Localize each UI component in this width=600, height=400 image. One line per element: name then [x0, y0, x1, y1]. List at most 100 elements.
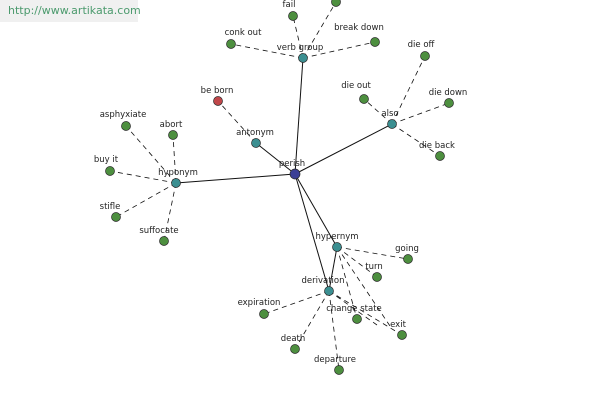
word-dot[interactable] — [259, 309, 269, 319]
relation-node-also[interactable]: also — [381, 109, 399, 129]
word-dot[interactable] — [397, 330, 407, 340]
word-dot[interactable] — [111, 212, 121, 222]
edge-derivation-expiration — [263, 290, 330, 315]
edge-perish-hyponym — [175, 173, 296, 184]
word-node-expiration[interactable]: expiration — [238, 298, 281, 319]
word-label: exit — [390, 320, 406, 330]
word-dot[interactable] — [168, 130, 178, 140]
word-dot[interactable] — [444, 98, 454, 108]
edge-layer — [109, 1, 450, 371]
word-node-die-off[interactable]: die off — [408, 40, 436, 61]
word-node-departure[interactable]: departure — [314, 355, 356, 375]
edge-hypernym-going — [336, 246, 409, 260]
edge-also-die-out — [363, 98, 393, 125]
relation-label: antonym — [236, 128, 274, 138]
word-dot[interactable] — [403, 254, 413, 264]
relation-node-derivation[interactable]: derivation — [301, 276, 345, 296]
edge-hyponym-suffocate — [163, 182, 177, 242]
word-dot[interactable] — [226, 39, 236, 49]
root-node-perish[interactable]: perish — [279, 159, 305, 180]
word-dot[interactable] — [331, 0, 341, 7]
word-node-die-down[interactable]: die down — [429, 88, 468, 108]
word-dot[interactable] — [159, 236, 169, 246]
edge-hypernym-change-state — [336, 246, 358, 320]
word-node-change-state[interactable]: change state — [326, 304, 382, 324]
edge-perish-hypernym — [294, 173, 338, 248]
word-dot[interactable] — [435, 151, 445, 161]
word-label: conk out — [225, 28, 262, 38]
word-dot[interactable] — [290, 344, 300, 354]
relation-label: also — [381, 109, 398, 119]
word-node-exit[interactable]: exit — [390, 320, 407, 340]
word-node-be-born[interactable]: be born — [201, 86, 234, 106]
word-node-turn[interactable]: turn — [365, 262, 383, 282]
node-layer: fail conk out break down die off die out die … — [94, 0, 467, 375]
edge-verb-group-vg-extra — [302, 1, 337, 59]
relation-node-verb-group[interactable]: verb group — [277, 43, 324, 63]
word-node-stifle[interactable]: stifle — [100, 202, 121, 222]
word-label: die out — [341, 81, 371, 91]
edge-hyponym-stifle — [115, 182, 177, 218]
word-node-suffocate[interactable]: suffocate — [139, 226, 179, 246]
edge-hypernym-derivation — [328, 246, 338, 292]
relation-dot[interactable] — [332, 242, 342, 252]
word-dot[interactable] — [370, 37, 380, 47]
word-dot[interactable] — [334, 365, 344, 375]
relation-node-antonym[interactable]: antonym — [236, 128, 274, 148]
word-node-vg-extra[interactable] — [331, 0, 341, 7]
word-dot[interactable] — [420, 51, 430, 61]
word-label: stifle — [100, 202, 121, 212]
word-label: be born — [201, 86, 234, 96]
word-label: expiration — [238, 298, 281, 308]
site-url-watermark[interactable]: http://www.artikata.com — [0, 0, 141, 22]
word-label: die off — [408, 40, 436, 50]
edge-antonym-be-born — [217, 100, 257, 144]
word-dot[interactable] — [359, 94, 369, 104]
word-label: fail — [283, 0, 296, 10]
relation-dot[interactable] — [171, 178, 181, 188]
relation-label: hyponym — [158, 168, 198, 178]
edge-hyponym-asphyxiate — [125, 125, 177, 184]
edge-derivation-extend — [328, 290, 378, 326]
word-label: departure — [314, 355, 356, 365]
word-node-die-back[interactable]: die back — [419, 141, 455, 161]
relation-dot[interactable] — [324, 286, 334, 296]
word-node-break-down[interactable]: break down — [334, 23, 384, 47]
relation-dot[interactable] — [298, 53, 308, 63]
word-node-fail[interactable]: fail — [283, 0, 298, 21]
edge-verb-group-conk-out — [230, 43, 304, 59]
word-node-asphyxiate[interactable]: asphyxiate — [100, 110, 147, 131]
edge-derivation-departure — [328, 290, 340, 371]
word-dot[interactable] — [105, 166, 115, 176]
root-dot[interactable] — [289, 168, 301, 180]
relation-dot[interactable] — [251, 138, 261, 148]
word-label: change state — [326, 304, 382, 314]
relation-label: hypernym — [315, 232, 358, 242]
word-node-going[interactable]: going — [395, 244, 419, 264]
relation-node-hypernym[interactable]: hypernym — [315, 232, 359, 252]
edge-verb-group-fail — [292, 15, 304, 59]
word-dot[interactable] — [121, 121, 131, 131]
word-node-death[interactable]: death — [281, 334, 306, 354]
word-dot[interactable] — [213, 96, 223, 106]
edge-perish-antonym — [255, 142, 296, 175]
word-dot[interactable] — [372, 272, 382, 282]
word-label: break down — [334, 23, 384, 33]
edge-also-die-off — [391, 55, 426, 125]
word-label: turn — [365, 262, 382, 272]
edge-also-die-down — [391, 102, 450, 125]
word-label: abort — [160, 120, 183, 130]
relation-node-hyponym[interactable]: hyponym — [158, 168, 198, 188]
word-node-conk-out[interactable]: conk out — [225, 28, 262, 49]
word-label: asphyxiate — [100, 110, 147, 120]
word-node-abort[interactable]: abort — [160, 120, 183, 140]
word-node-buy-it[interactable]: buy it — [94, 155, 119, 176]
edge-hypernym-extend — [336, 246, 393, 330]
word-dot[interactable] — [288, 11, 298, 21]
word-dot[interactable] — [352, 314, 362, 324]
word-node-die-out[interactable]: die out — [341, 81, 371, 104]
word-label: suffocate — [139, 226, 178, 236]
relation-dot[interactable] — [387, 119, 397, 129]
